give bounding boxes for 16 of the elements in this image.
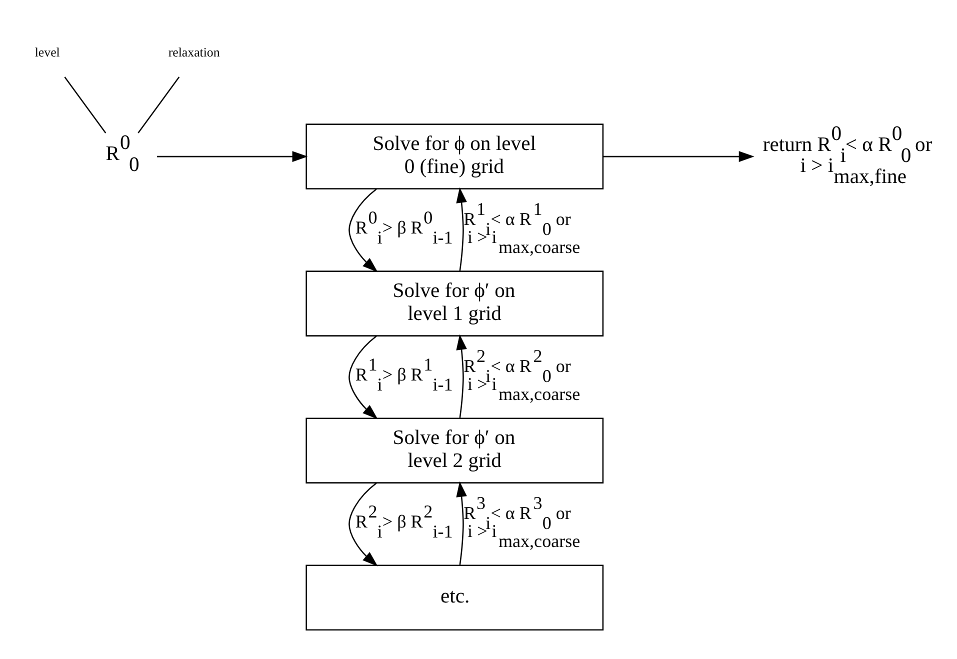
node-text: relaxation <box>168 45 220 60</box>
arrow <box>456 334 467 418</box>
node-text: level <box>34 45 60 60</box>
arrow <box>157 150 308 162</box>
arrow <box>456 480 467 564</box>
node-box: Solve for ϕ′ on level 1 grid <box>306 270 604 336</box>
arrow <box>603 150 754 162</box>
node-box: Solve for ϕ on level 0 (fine) grid <box>306 123 604 189</box>
node-box: etc. <box>306 564 604 630</box>
connector <box>64 76 106 133</box>
arrow <box>456 186 467 270</box>
connector <box>138 76 180 133</box>
arrow <box>348 188 378 272</box>
arrow <box>348 335 378 419</box>
node-box: Solve for ϕ′ on level 2 grid <box>306 417 604 483</box>
arrow <box>348 482 378 566</box>
